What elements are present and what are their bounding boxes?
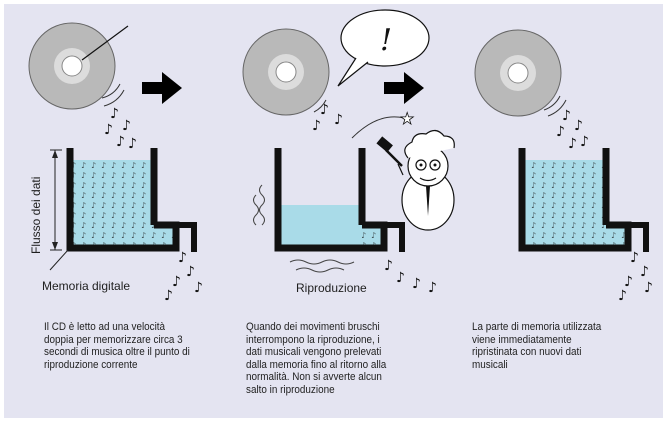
memory-tank [274,148,405,252]
svg-text:♪: ♪ [334,112,343,128]
music-note-icon: ♪♪ ♪ [312,102,343,134]
music-note-icon: ♪♪ ♪♪ ♪ [164,250,203,304]
svg-text:♪: ♪ [104,122,113,138]
svg-text:★: ★ [400,109,414,128]
scientist-icon [397,129,455,231]
cd-disc-icon [28,22,129,110]
svg-text:♪: ♪ [312,118,321,134]
svg-text:♪: ♪ [178,250,187,266]
memory-tank [66,148,197,252]
memory-label: Memoria digitale [42,279,130,293]
svg-text:♪: ♪ [384,258,393,274]
svg-text:♪: ♪ [320,102,329,118]
svg-text:♪: ♪ [618,288,627,304]
flow-label: Flusso dei dati [29,177,43,254]
svg-text:♪: ♪ [556,124,565,140]
svg-text:♪: ♪ [428,280,437,296]
svg-text:♪: ♪ [568,136,577,152]
svg-text:♪: ♪ [110,106,119,122]
svg-text:♪: ♪ [122,118,131,134]
svg-text:♪: ♪ [574,118,583,134]
playback-label: Riproduzione [296,281,367,295]
svg-text:♪: ♪ [128,136,137,152]
caption-step-1: Il CD è letto ad una velocità doppia per… [44,321,190,371]
speech-symbol: ! [380,23,392,58]
hammer-icon [376,136,403,167]
svg-text:♪: ♪ [396,270,405,286]
music-note-icon: ♪♪ ♪♪ [384,258,437,296]
arrow-right-icon [384,72,424,104]
svg-text:♪: ♪ [624,274,633,290]
svg-text:♪: ♪ [186,264,195,280]
caption-step-2: Quando dei movimenti bruschi interrompon… [246,321,387,396]
shake-lines [253,184,355,273]
svg-text:♪: ♪ [172,274,181,290]
svg-text:♪: ♪ [116,134,125,150]
flow-dimension [50,149,62,251]
music-note-icon: ♪♪ ♪♪ ♪ [104,106,137,152]
svg-text:♪: ♪ [164,288,173,304]
svg-text:♪: ♪ [562,108,571,124]
caption-step-3: La parte di memoria utilizzata viene imm… [472,321,602,371]
speech-bubble-icon: ! [337,9,430,87]
cd-disc-icon [242,28,330,116]
cd-disc-icon [474,29,562,117]
music-note-icon: ♪♪ ♪♪ ♪ [618,250,653,304]
star-icon: ★ [351,109,415,139]
svg-text:♪: ♪ [644,280,653,296]
svg-text:♪: ♪ [630,250,639,266]
svg-text:♪: ♪ [580,134,589,150]
memory-tank [518,148,649,252]
arrow-right-icon [142,72,182,104]
svg-text:♪: ♪ [640,264,649,280]
music-note-icon: ♪♪ ♪♪ ♪ [556,108,589,152]
svg-text:♪: ♪ [412,276,421,292]
svg-text:♪: ♪ [194,280,203,296]
